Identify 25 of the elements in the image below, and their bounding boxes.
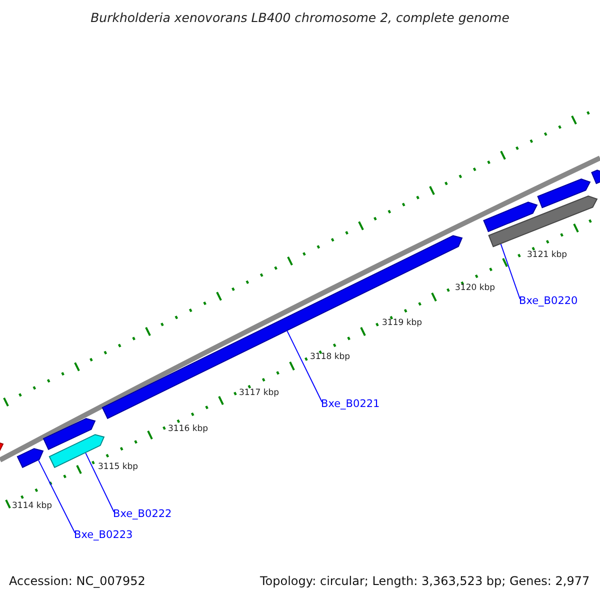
- scale-label: 3121 kbp: [527, 250, 568, 260]
- scale-label: 3114 kbp: [12, 501, 52, 511]
- gene-label: Bxe_B0223: [74, 529, 133, 541]
- title: Burkholderia xenovorans LB400 chromosome 2, complete genome: [90, 10, 510, 25]
- gene-block: [483, 202, 538, 232]
- scale-label: 3118 kbp: [310, 352, 350, 362]
- footer-text: Topology: circular; Length: 3,363,523 bp; Genes: 2,977: [260, 574, 590, 588]
- gene-block: [488, 195, 598, 248]
- gene-block: [537, 178, 591, 208]
- scale-label: 3115 kbp: [98, 462, 138, 472]
- footer-text: Accession: NC_007952: [9, 574, 146, 588]
- gene-block: [591, 170, 600, 184]
- scale-label: 3117 kbp: [239, 388, 280, 398]
- gene-label: Bxe_B0220: [519, 295, 578, 307]
- gene-label: Bxe_B0222: [113, 508, 172, 520]
- gene-block: [16, 448, 44, 468]
- leader-line: [286, 330, 322, 402]
- gene-label: Bxe_B0221: [321, 398, 380, 410]
- leader-line: [38, 460, 76, 534]
- scale-label: 3120 kbp: [455, 283, 496, 293]
- leader-line: [500, 244, 520, 300]
- gene-block: [42, 418, 96, 450]
- scale-label: 3119 kbp: [382, 318, 422, 328]
- gene-block: [0, 440, 4, 454]
- leader-line: [85, 452, 114, 512]
